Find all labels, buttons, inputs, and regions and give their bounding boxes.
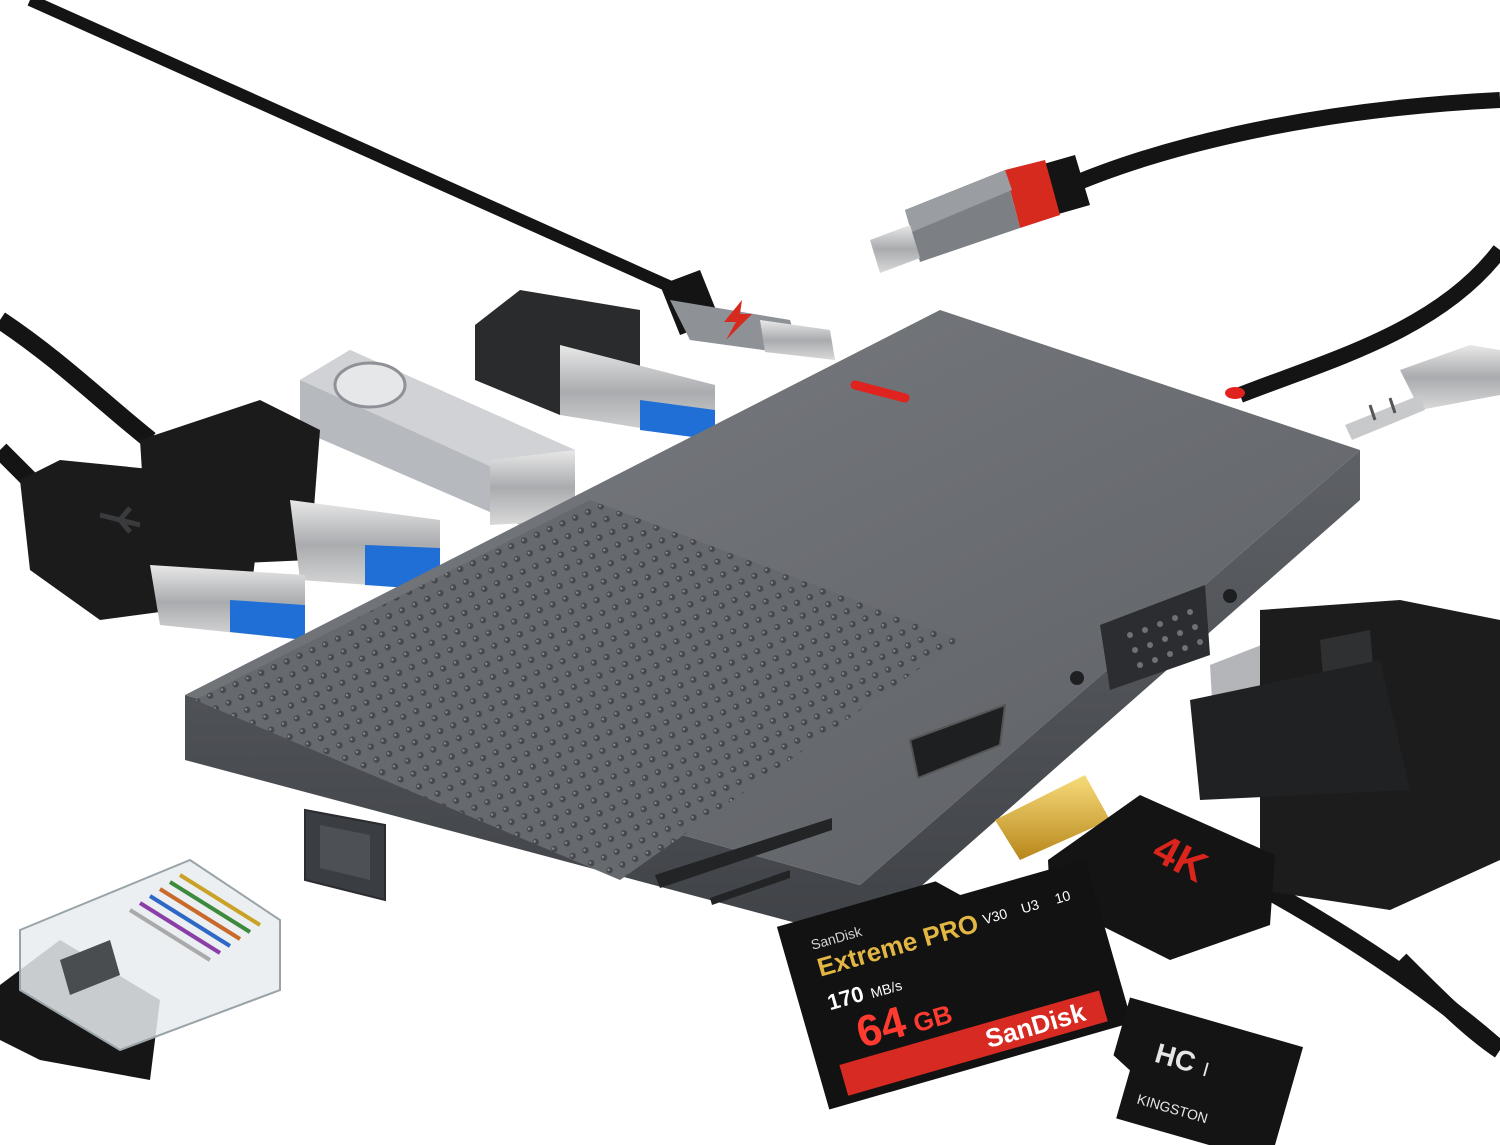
usb-a-cable-2 — [20, 460, 305, 640]
micro-sd-card: HC I KINGSTON — [1113, 997, 1304, 1145]
sd-mark-u3: U3 — [1019, 896, 1041, 916]
sd-card-slots — [655, 818, 832, 905]
sd-mark-class10: 10 — [1053, 887, 1073, 907]
lightning-bolt-icon — [724, 300, 752, 340]
power-led — [850, 380, 910, 403]
micro-sd-mark-class: I — [1200, 1059, 1211, 1082]
hdmi-port — [908, 703, 1007, 780]
usb-flash-drive — [300, 350, 575, 525]
vga-port — [1070, 585, 1237, 690]
rj45-port — [304, 808, 386, 902]
rj45-ethernet-plug — [0, 858, 281, 1080]
sd-mark-v30: V30 — [981, 905, 1010, 927]
usb-a-adapter — [475, 290, 715, 440]
usb-trident-icon — [99, 506, 141, 534]
audio-jack-plug — [1345, 345, 1500, 440]
vga-connector — [1190, 600, 1500, 910]
hdmi-plug: 4K — [995, 775, 1275, 960]
usb-c-pd-cable — [660, 270, 835, 360]
usb-c-host-connector — [870, 155, 1090, 273]
